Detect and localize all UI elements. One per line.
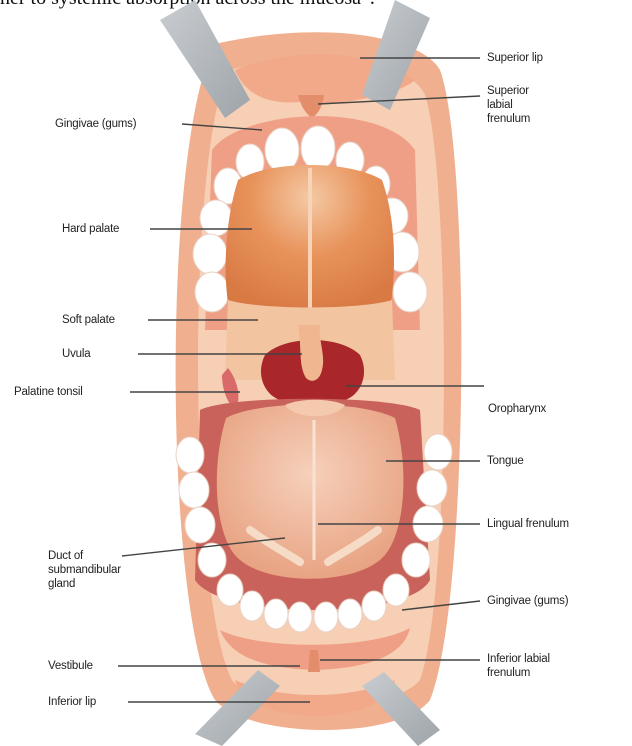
label-vestibule: Vestibule: [48, 659, 93, 673]
label-duct-line2: submandibular: [48, 563, 121, 577]
label-inferior-labial-frenulum-line1: Inferior labial: [487, 652, 550, 666]
label-uvula: Uvula: [62, 347, 90, 361]
label-superior-lip: Superior lip: [487, 51, 543, 65]
label-lingual-frenulum: Lingual frenulum: [487, 517, 569, 531]
label-inferior-lip: Inferior lip: [48, 695, 96, 709]
label-duct-submandibular: Duct of submandibular gland: [48, 549, 121, 591]
label-superior-labial-frenulum-line2: labial: [487, 98, 530, 112]
label-oropharynx: Oropharynx: [488, 402, 546, 416]
label-hard-palate: Hard palate: [62, 222, 119, 236]
label-palatine-tonsil: Palatine tonsil: [14, 385, 83, 399]
label-gingivae-bottom: Gingivae (gums): [487, 594, 568, 608]
label-duct-line3: gland: [48, 577, 121, 591]
tongue: [217, 405, 404, 579]
label-superior-labial-frenulum: Superior labial frenulum: [487, 84, 530, 126]
label-duct-line1: Duct of: [48, 549, 121, 563]
label-inferior-labial-frenulum: Inferior labial frenulum: [487, 652, 550, 680]
label-gingivae-top: Gingivae (gums): [55, 117, 136, 131]
label-superior-labial-frenulum-line3: frenulum: [487, 112, 530, 126]
label-soft-palate: Soft palate: [62, 313, 115, 327]
label-tongue: Tongue: [487, 454, 524, 468]
inferior-labial-frenulum: [308, 650, 320, 672]
label-inferior-labial-frenulum-line2: frenulum: [487, 666, 550, 680]
label-superior-labial-frenulum-line1: Superior: [487, 84, 530, 98]
